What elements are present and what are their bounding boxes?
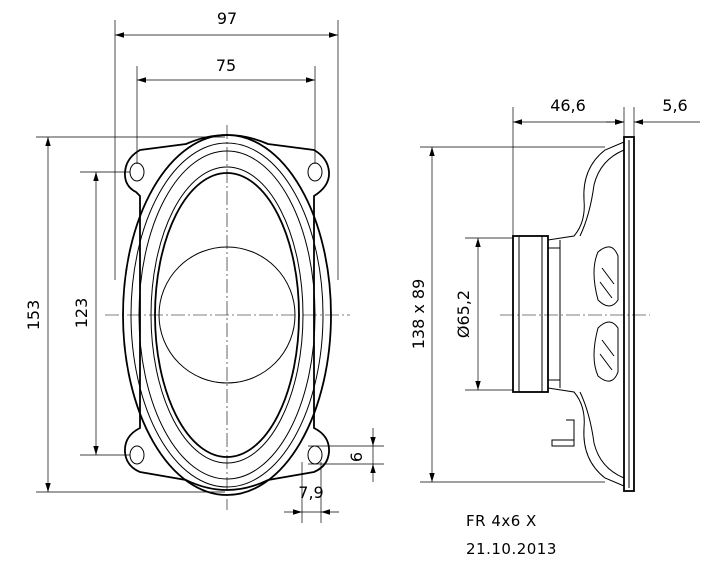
mounting-hole-top-left bbox=[129, 162, 145, 182]
basket-window-top bbox=[593, 246, 619, 307]
basket-window-bottom bbox=[593, 321, 619, 382]
side-dimensions: 46,6 5,6 138 x 89 Ø65,2 bbox=[409, 96, 700, 483]
dim-cutout-size: 138 x 89 bbox=[409, 279, 428, 350]
dim-slot-width: 7,9 bbox=[298, 483, 323, 502]
dim-flange-thickness: 5,6 bbox=[662, 96, 687, 115]
dim-hole-spacing-width: 75 bbox=[216, 56, 236, 75]
mounting-hole-top-right bbox=[307, 162, 323, 182]
model-label: FR 4x6 X bbox=[466, 512, 537, 530]
dim-slot-height: 6 bbox=[347, 452, 366, 462]
dim-hole-spacing-height: 123 bbox=[72, 298, 91, 329]
dim-mount-depth: 46,6 bbox=[550, 96, 586, 115]
dim-overall-width: 97 bbox=[217, 9, 237, 28]
side-view bbox=[500, 136, 650, 492]
flange bbox=[623, 136, 635, 492]
basket-top bbox=[547, 141, 625, 241]
date-label: 21.10.2013 bbox=[466, 540, 557, 558]
front-dimensions: 97 75 153 123 6 7,9 bbox=[24, 9, 384, 523]
magnet bbox=[512, 235, 549, 393]
mounting-frame bbox=[124, 134, 330, 491]
front-view bbox=[105, 125, 350, 510]
dim-magnet-diameter: Ø65,2 bbox=[454, 290, 473, 338]
terminal bbox=[551, 419, 575, 447]
mounting-hole-bottom-right bbox=[307, 445, 323, 465]
basket-bottom bbox=[547, 387, 625, 487]
mounting-hole-bottom-left bbox=[129, 445, 145, 465]
dim-overall-height: 153 bbox=[24, 300, 43, 331]
